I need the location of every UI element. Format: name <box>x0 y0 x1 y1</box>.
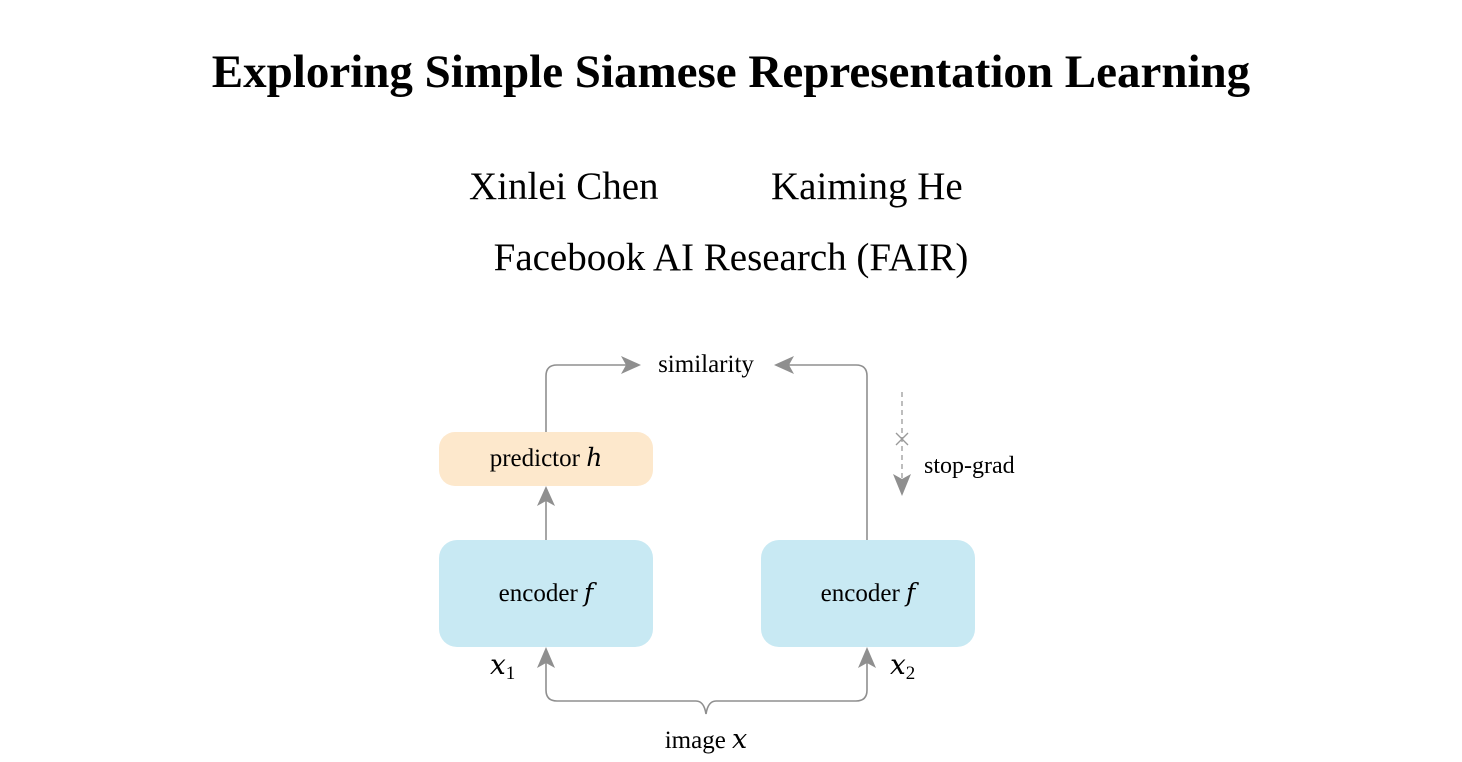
input-symbol: x <box>732 724 747 755</box>
encoder-label-right: encoder f <box>821 578 919 607</box>
arrow-head <box>537 486 555 506</box>
stop-grad-label: stop-grad <box>924 453 1015 479</box>
view-symbol: x <box>490 648 506 681</box>
encoder-to-similarity-arrow <box>778 364 868 540</box>
author-affiliation: Facebook AI Research (FAIR) <box>493 236 969 279</box>
cross-icon <box>895 432 909 446</box>
encoder-symbol: f <box>904 578 919 607</box>
arrow-head <box>774 356 794 374</box>
encoder-label-text: encoder <box>821 580 901 607</box>
input-split-bracket <box>545 660 868 715</box>
encoder-label-left: encoder f <box>499 578 597 607</box>
encoder-label-text: encoder <box>499 580 579 607</box>
predictor-to-similarity-arrow <box>545 364 637 432</box>
encoder-box-left <box>439 540 653 647</box>
arrow-head <box>858 647 876 668</box>
view-subscript: 2 <box>906 663 916 684</box>
input-label: image x <box>665 724 748 755</box>
arrow-head <box>621 356 641 374</box>
predictor-label-text: predictor <box>490 445 581 472</box>
paper-title: Exploring Simple Siamese Representation … <box>211 46 1251 98</box>
input-label-text: image <box>665 727 726 754</box>
view-symbol: x <box>890 648 906 681</box>
predictor-box <box>439 432 653 486</box>
author-name: Kaiming He <box>771 165 963 208</box>
arrow-head <box>893 474 911 496</box>
encoder-symbol: f <box>582 578 597 607</box>
view-label-right: x2 <box>890 648 915 684</box>
arrow-head <box>537 647 555 668</box>
author-name: Xinlei Chen <box>469 165 659 208</box>
predictor-symbol: h <box>586 443 602 472</box>
encoder-box-right <box>761 540 975 647</box>
view-subscript: 1 <box>506 663 516 684</box>
similarity-label: similarity <box>658 351 754 378</box>
predictor-label: predictor h <box>490 443 603 472</box>
view-label-left: x1 <box>490 648 515 684</box>
